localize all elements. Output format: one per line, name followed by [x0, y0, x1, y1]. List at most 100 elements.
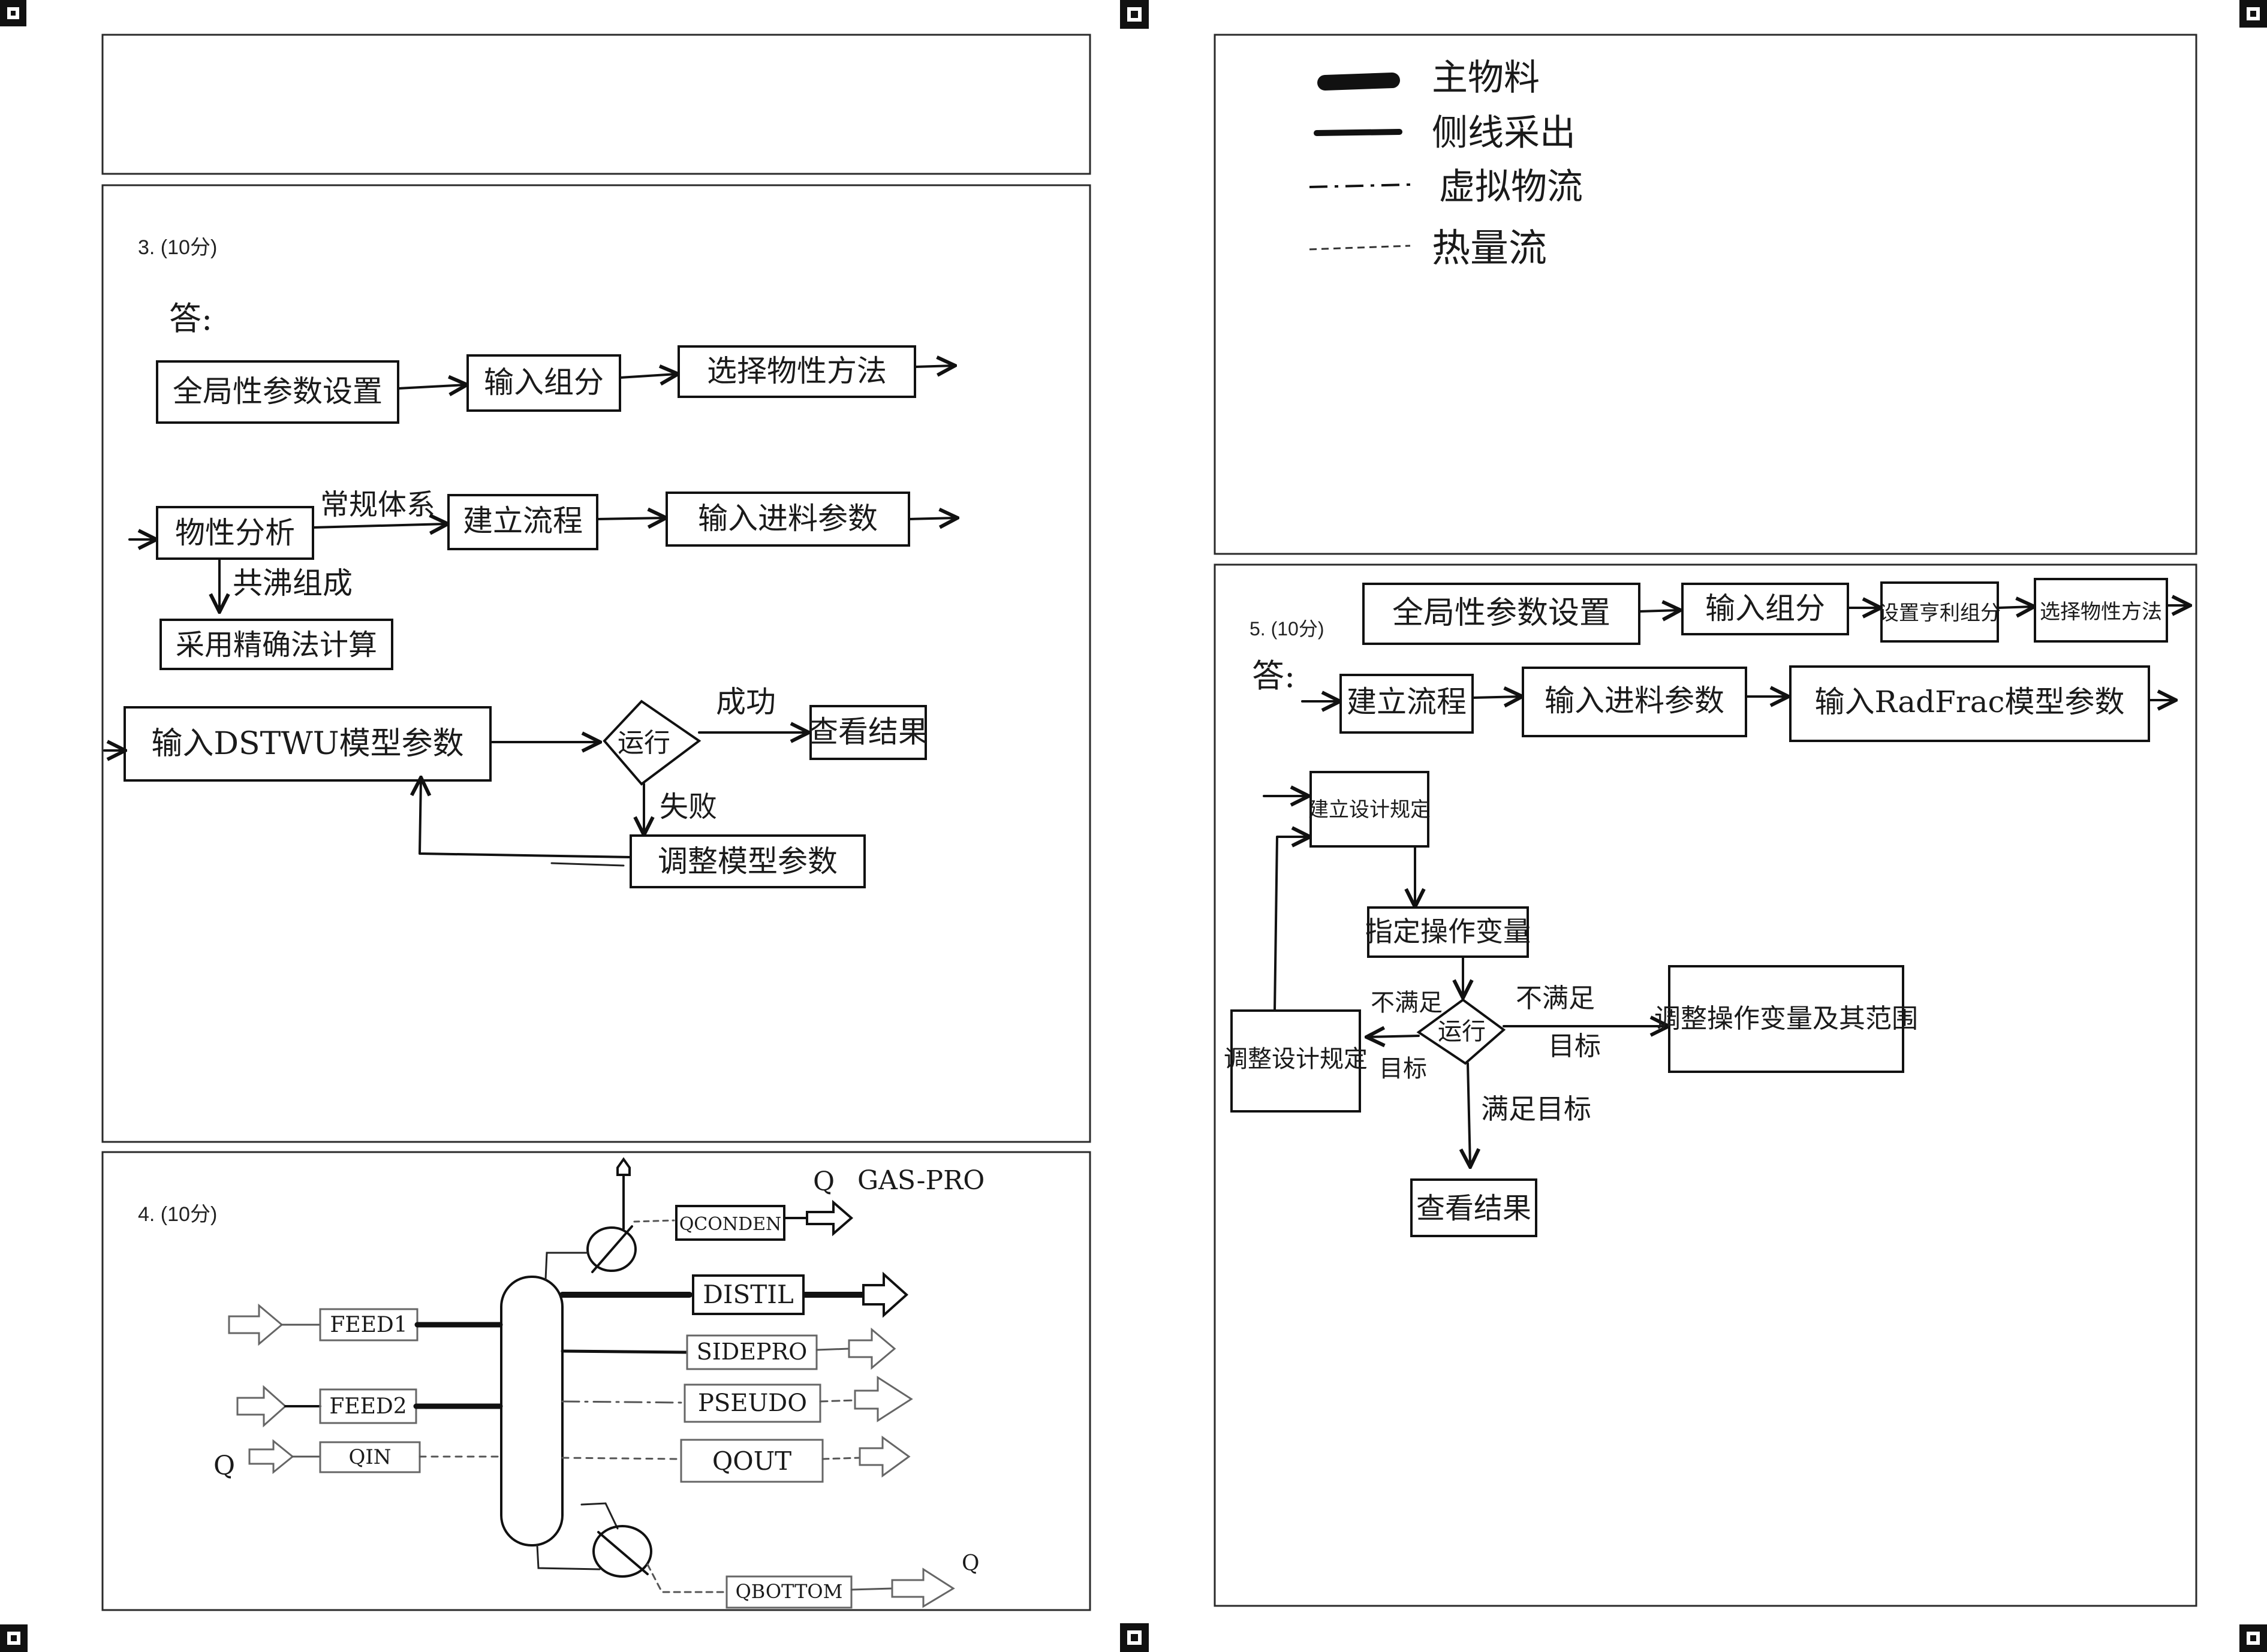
q4-box-feed1-text: FEED1: [330, 1313, 407, 1337]
q5-right-label-2: 目标: [1548, 1031, 1601, 1062]
q5-right-label-1: 不满足: [1516, 983, 1595, 1014]
legend-main-stream-line: [1317, 73, 1400, 91]
q3-box-view-results-text: 查看结果: [808, 715, 928, 749]
frame-legend: [1214, 34, 2197, 555]
q4-box-qout: [680, 1439, 824, 1483]
q5-arrow-3: [1997, 607, 2033, 608]
q4-box-qin-text: QIN: [348, 1445, 391, 1469]
q4-column: [500, 1276, 564, 1547]
q4-box-pseudo: [684, 1383, 821, 1423]
stream-legend: 主物料 侧线采出 虚拟物流 热量流: [1309, 57, 1583, 271]
q5-box-property-method-text: 选择物性方法: [2040, 600, 2162, 624]
q4-column-diagram: 4. (10分) QCONDEN Q GAS-PRO FEED1 FEED2 Q…: [138, 1157, 985, 1609]
q5-box-adjust-manip-text: 调整操作变量及其范围: [1654, 1003, 1918, 1034]
legend-heat-stream-text: 热量流: [1432, 227, 1547, 271]
q4-pseudo-line: [561, 1400, 685, 1404]
q3-box-rigorous-calc: [159, 619, 393, 670]
q4-sidepro-arrow-icon: [848, 1327, 896, 1370]
q5-box-input-components-text: 输入组分: [1705, 591, 1825, 626]
corner-marker-bottom-right: [2239, 1624, 2267, 1652]
q4-qbottom-arrow-icon: [891, 1567, 955, 1608]
q5-box-build-flowsheet: [1339, 674, 1474, 734]
q4-reboiler-return: [580, 1502, 619, 1530]
q3-diamond-run-text: 运行: [618, 728, 670, 758]
q5-box-view-results: [1410, 1178, 1537, 1237]
q3-arrow-3: [914, 366, 953, 367]
corner-marker-top-middle: [1120, 0, 1149, 29]
q5-answer-label: 答:: [1252, 657, 1295, 695]
q5-diamond-run-text: 运行: [1438, 1018, 1486, 1045]
q4-qbottom-line: [646, 1563, 725, 1593]
q4-pseudo-arrow-icon: [854, 1376, 913, 1422]
q5-diamond-run: [1416, 998, 1506, 1065]
q4-qin-q-label: Q: [213, 1451, 235, 1481]
q5-box-global-params: [1362, 583, 1640, 645]
q4-label: 4. (10分): [138, 1203, 217, 1226]
q3-box-property-analysis: [156, 506, 314, 560]
q3-box-global-params: [156, 360, 399, 424]
q5-box-build-flowsheet-text: 建立流程: [1347, 685, 1467, 719]
corner-marker-top-left: [0, 0, 26, 26]
frame-q5: [1214, 563, 2197, 1607]
q3-box-feed-params-text: 输入进料参数: [698, 501, 878, 536]
q4-qin-arrow-icon: [248, 1439, 294, 1475]
q5-box-design-spec-text: 建立设计规定: [1308, 798, 1431, 822]
q4-top-q-label: Q: [813, 1166, 835, 1197]
q4-distil-arrow-icon: [862, 1271, 908, 1318]
q4-box-qbottom: [725, 1575, 853, 1609]
corner-marker-top-right: [2239, 0, 2267, 28]
corner-marker-bottom-left: [0, 1624, 28, 1652]
q4-condenser-icon: [586, 1226, 637, 1272]
q3-box-dstwu-params: [124, 706, 492, 782]
legend-pseudo-stream-text: 虚拟物流: [1439, 166, 1583, 208]
q5-flowchart: 5. (10分) 答: 全局性参数设置 输入组分 设置亨利组分 选择物性方法 建…: [1224, 578, 2188, 1237]
q4-box-pseudo-text: PSEUDO: [698, 1389, 807, 1417]
q3-label-fail: 失败: [660, 790, 717, 824]
q4-feed2-arrow-icon: [236, 1385, 287, 1428]
q4-qconden-arrow-icon: [806, 1199, 854, 1237]
q4-qout-line: [561, 1457, 681, 1460]
q4-bottom-line: [536, 1544, 601, 1570]
q4-overhead-line: [544, 1252, 589, 1280]
q3-box-adjust-params: [630, 834, 866, 888]
q5-box-adjust-spec-text: 调整设计规定: [1224, 1045, 1368, 1073]
q5-box-design-spec: [1309, 771, 1429, 848]
q4-condenser-slash: [591, 1225, 633, 1273]
q3-box-adjust-params-text: 调整模型参数: [658, 844, 838, 879]
frame-blank-top: [101, 34, 1091, 175]
q3-label: 3. (10分): [138, 236, 217, 259]
q3-box-property-method-text: 选择物性方法: [707, 354, 887, 388]
q3-loop-back: [420, 779, 632, 858]
q5-box-feed-params-text: 输入进料参数: [1545, 683, 1724, 718]
q4-box-qout-text: QOUT: [712, 1446, 791, 1476]
q4-reboiler-slash: [597, 1531, 649, 1575]
q4-bottom-q-label: Q: [962, 1551, 980, 1576]
q3-arrow-1: [397, 385, 465, 388]
q3-box-build-flowsheet: [447, 494, 598, 550]
q4-q-line: [633, 1219, 675, 1223]
q5-box-radfrac-params-text: 输入RadFrac模型参数: [1814, 685, 2124, 719]
q3-box-build-flowsheet-text: 建立流程: [463, 504, 583, 538]
legend-side-stream-text: 侧线采出: [1432, 112, 1576, 154]
q5-box-view-results-text: 查看结果: [1416, 1192, 1531, 1225]
q4-pseudo-link: [819, 1399, 856, 1403]
q3-label-azeotrope: 共沸组成: [233, 566, 353, 601]
q3-loop-back-stroke: [550, 862, 625, 867]
q4-sidepro-line: [561, 1349, 688, 1354]
q3-arrow-conventional: [312, 524, 446, 527]
legend-main-stream-text: 主物料: [1432, 57, 1540, 99]
q5-box-radfrac-params: [1789, 665, 2150, 742]
q3-flowchart: 3. (10分) 答: 全局性参数设置 输入组分 选择物性方法 物性分析 常规体…: [103, 236, 956, 888]
frame-q4: [101, 1151, 1091, 1611]
q3-box-view-results: [809, 705, 927, 760]
q4-box-sidepro-text: SIDEPRO: [697, 1339, 808, 1365]
q3-label-success: 成功: [716, 685, 776, 719]
q3-box-rigorous-calc-text: 采用精确法计算: [176, 628, 377, 662]
q3-answer-label: 答:: [169, 300, 212, 337]
legend-side-stream-line: [1314, 129, 1402, 136]
q5-box-adjust-spec: [1230, 1009, 1361, 1113]
q4-sidepro-link: [815, 1347, 850, 1351]
q3-diamond-run: [603, 700, 702, 786]
q4-box-sidepro: [686, 1334, 818, 1370]
